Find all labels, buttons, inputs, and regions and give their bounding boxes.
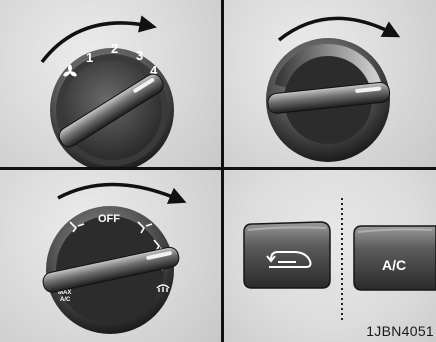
- rotation-arrow-icon: [58, 184, 180, 200]
- panel-divider-horizontal: [0, 167, 436, 170]
- ac-button-label: A/C: [382, 257, 406, 273]
- recirculation-button[interactable]: [244, 222, 330, 288]
- ac-button[interactable]: A/C: [354, 226, 436, 290]
- fan-speed-label-1: 1: [86, 50, 93, 65]
- fan-speed-label-3: 3: [136, 48, 143, 63]
- fan-speed-panel: 1 2 3 4: [0, 0, 221, 167]
- mode-off-label: OFF: [98, 213, 120, 225]
- fan-speed-label-2: 2: [111, 41, 118, 56]
- buttons-panel: A/C: [224, 170, 436, 342]
- rotation-arrow-icon: [279, 18, 394, 40]
- figure-code: 1JBN4051: [366, 323, 434, 339]
- panel-divider-vertical: [221, 0, 224, 342]
- temperature-panel: [224, 0, 436, 167]
